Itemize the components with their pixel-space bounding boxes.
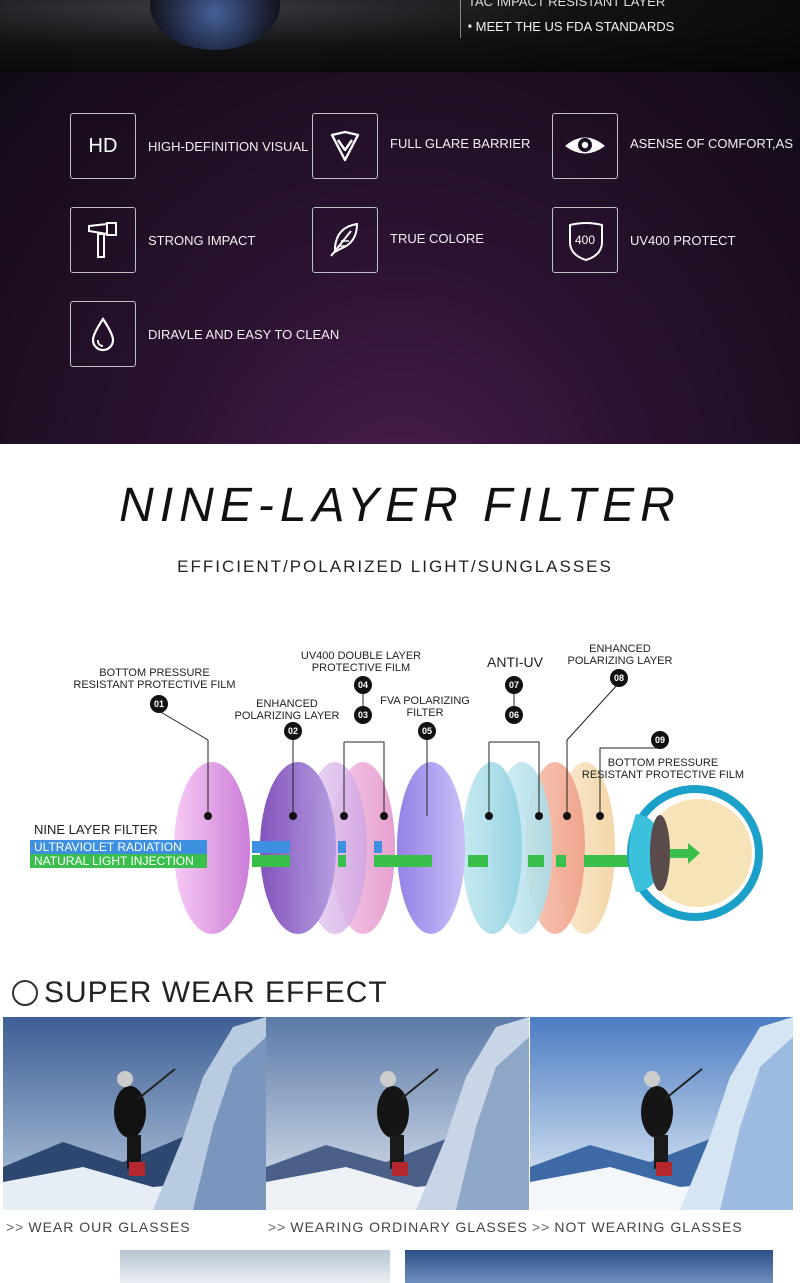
badge-01: 01 bbox=[154, 699, 164, 709]
hd-icon: HD bbox=[70, 113, 136, 179]
wear-effect-heading: SUPER WEAR EFFECT bbox=[12, 976, 388, 1010]
cut-off-text: TAC IMPACT RESISTANT LAYER bbox=[468, 0, 666, 9]
feature-label: UV400 PROTECT bbox=[630, 232, 736, 248]
feature-label: FULL GLARE BARRIER bbox=[390, 135, 531, 151]
feature-label: HIGH-DEFINITION VISUAL bbox=[148, 138, 309, 154]
light-beam-2 bbox=[338, 855, 346, 867]
light-beam-5 bbox=[528, 855, 544, 867]
light-beam-3 bbox=[374, 855, 432, 867]
badge-09: 09 bbox=[655, 735, 665, 745]
light-beam-4 bbox=[468, 855, 488, 867]
hammer-icon bbox=[70, 207, 136, 273]
feather-icon bbox=[312, 207, 378, 273]
filter-title: NINE LAYER FILTER bbox=[34, 822, 158, 837]
layer-05-disc bbox=[397, 762, 465, 934]
feature-label: TRUE COLORE bbox=[390, 230, 484, 246]
uv-legend: ULTRAVIOLET RADIATION bbox=[30, 840, 207, 854]
photo-no-glasses bbox=[530, 1017, 793, 1210]
uv400-shield-icon: 400 bbox=[552, 207, 618, 273]
light-beam bbox=[252, 855, 290, 867]
light-legend: NATURAL LIGHT INJECTION bbox=[30, 854, 207, 868]
layer-01-disc bbox=[174, 762, 250, 934]
nine-layer-diagram: 01 02 03 04 05 06 07 08 09 BOTTOM PRESSU… bbox=[0, 640, 800, 950]
photo-ordinary-glasses bbox=[266, 1017, 529, 1210]
feature-glare: FULL GLARE BARRIER bbox=[312, 113, 530, 179]
uv-beam-3 bbox=[374, 841, 382, 853]
badge-02: 02 bbox=[288, 726, 298, 736]
lens-image bbox=[150, 0, 280, 50]
top-banner: TAC IMPACT RESISTANT LAYER MEET THE US F… bbox=[0, 0, 800, 72]
wear-effect-title: SUPER WEAR EFFECT bbox=[44, 976, 388, 1009]
badge-06: 06 bbox=[509, 710, 519, 720]
double-chevron-icon: >> bbox=[532, 1219, 551, 1235]
features-panel: HD HIGH-DEFINITION VISUAL FULL GLARE BAR… bbox=[0, 72, 800, 444]
caption-no-glasses: >>NOT WEARING GLASSES bbox=[532, 1219, 743, 1235]
badge-05: 05 bbox=[422, 726, 432, 736]
feature-clean: DIRAVLE AND EASY TO CLEAN bbox=[70, 301, 339, 367]
page-title: NINE-LAYER FILTER bbox=[119, 479, 681, 532]
badge-08: 08 bbox=[614, 673, 624, 683]
feature-comfort: ASENSE OF COMFORT,AS bbox=[552, 113, 793, 179]
badge-04: 04 bbox=[358, 680, 368, 690]
double-chevron-icon: >> bbox=[6, 1219, 25, 1235]
uv-beam-2 bbox=[338, 841, 346, 853]
feature-uv400: 400 UV400 PROTECT bbox=[552, 207, 735, 273]
uv-beam bbox=[252, 841, 290, 853]
circle-icon bbox=[12, 980, 38, 1006]
divider bbox=[460, 0, 461, 38]
layer-06-disc bbox=[462, 762, 522, 934]
layer-illustration: 01 02 03 04 05 06 07 08 09 bbox=[150, 669, 763, 934]
layer-07-label: ANTI-UV bbox=[487, 654, 543, 670]
layer-02-disc bbox=[260, 762, 336, 934]
badge-07: 07 bbox=[509, 680, 519, 690]
feature-color: TRUE COLORE bbox=[312, 207, 484, 273]
feature-hd: HD HIGH-DEFINITION VISUAL bbox=[70, 113, 308, 179]
shield-icon bbox=[312, 113, 378, 179]
next-photo-right bbox=[405, 1250, 773, 1283]
water-drop-icon bbox=[70, 301, 136, 367]
fda-standard-text: MEET THE US FDA STANDARDS bbox=[468, 19, 675, 34]
badge-03: 03 bbox=[358, 710, 368, 720]
eye-icon bbox=[552, 113, 618, 179]
feature-impact: STRONG IMPACT bbox=[70, 207, 255, 273]
caption-our-glasses: >>WEAR OUR GLASSES bbox=[6, 1219, 191, 1235]
feature-label: DIRAVLE AND EASY TO CLEAN bbox=[148, 326, 340, 342]
feature-label: STRONG IMPACT bbox=[148, 232, 256, 248]
light-beam-6 bbox=[556, 855, 566, 867]
page-subtitle: EFFICIENT/POLARIZED LIGHT/SUNGLASSES bbox=[177, 557, 613, 576]
feature-label: ASENSE OF COMFORT,AS bbox=[630, 135, 794, 151]
caption-ordinary-glasses: >>WEARING ORDINARY GLASSES bbox=[268, 1219, 528, 1235]
eye-illustration bbox=[627, 785, 763, 921]
photo-our-glasses bbox=[3, 1017, 266, 1210]
double-chevron-icon: >> bbox=[268, 1219, 287, 1235]
next-photo-left bbox=[120, 1250, 390, 1283]
